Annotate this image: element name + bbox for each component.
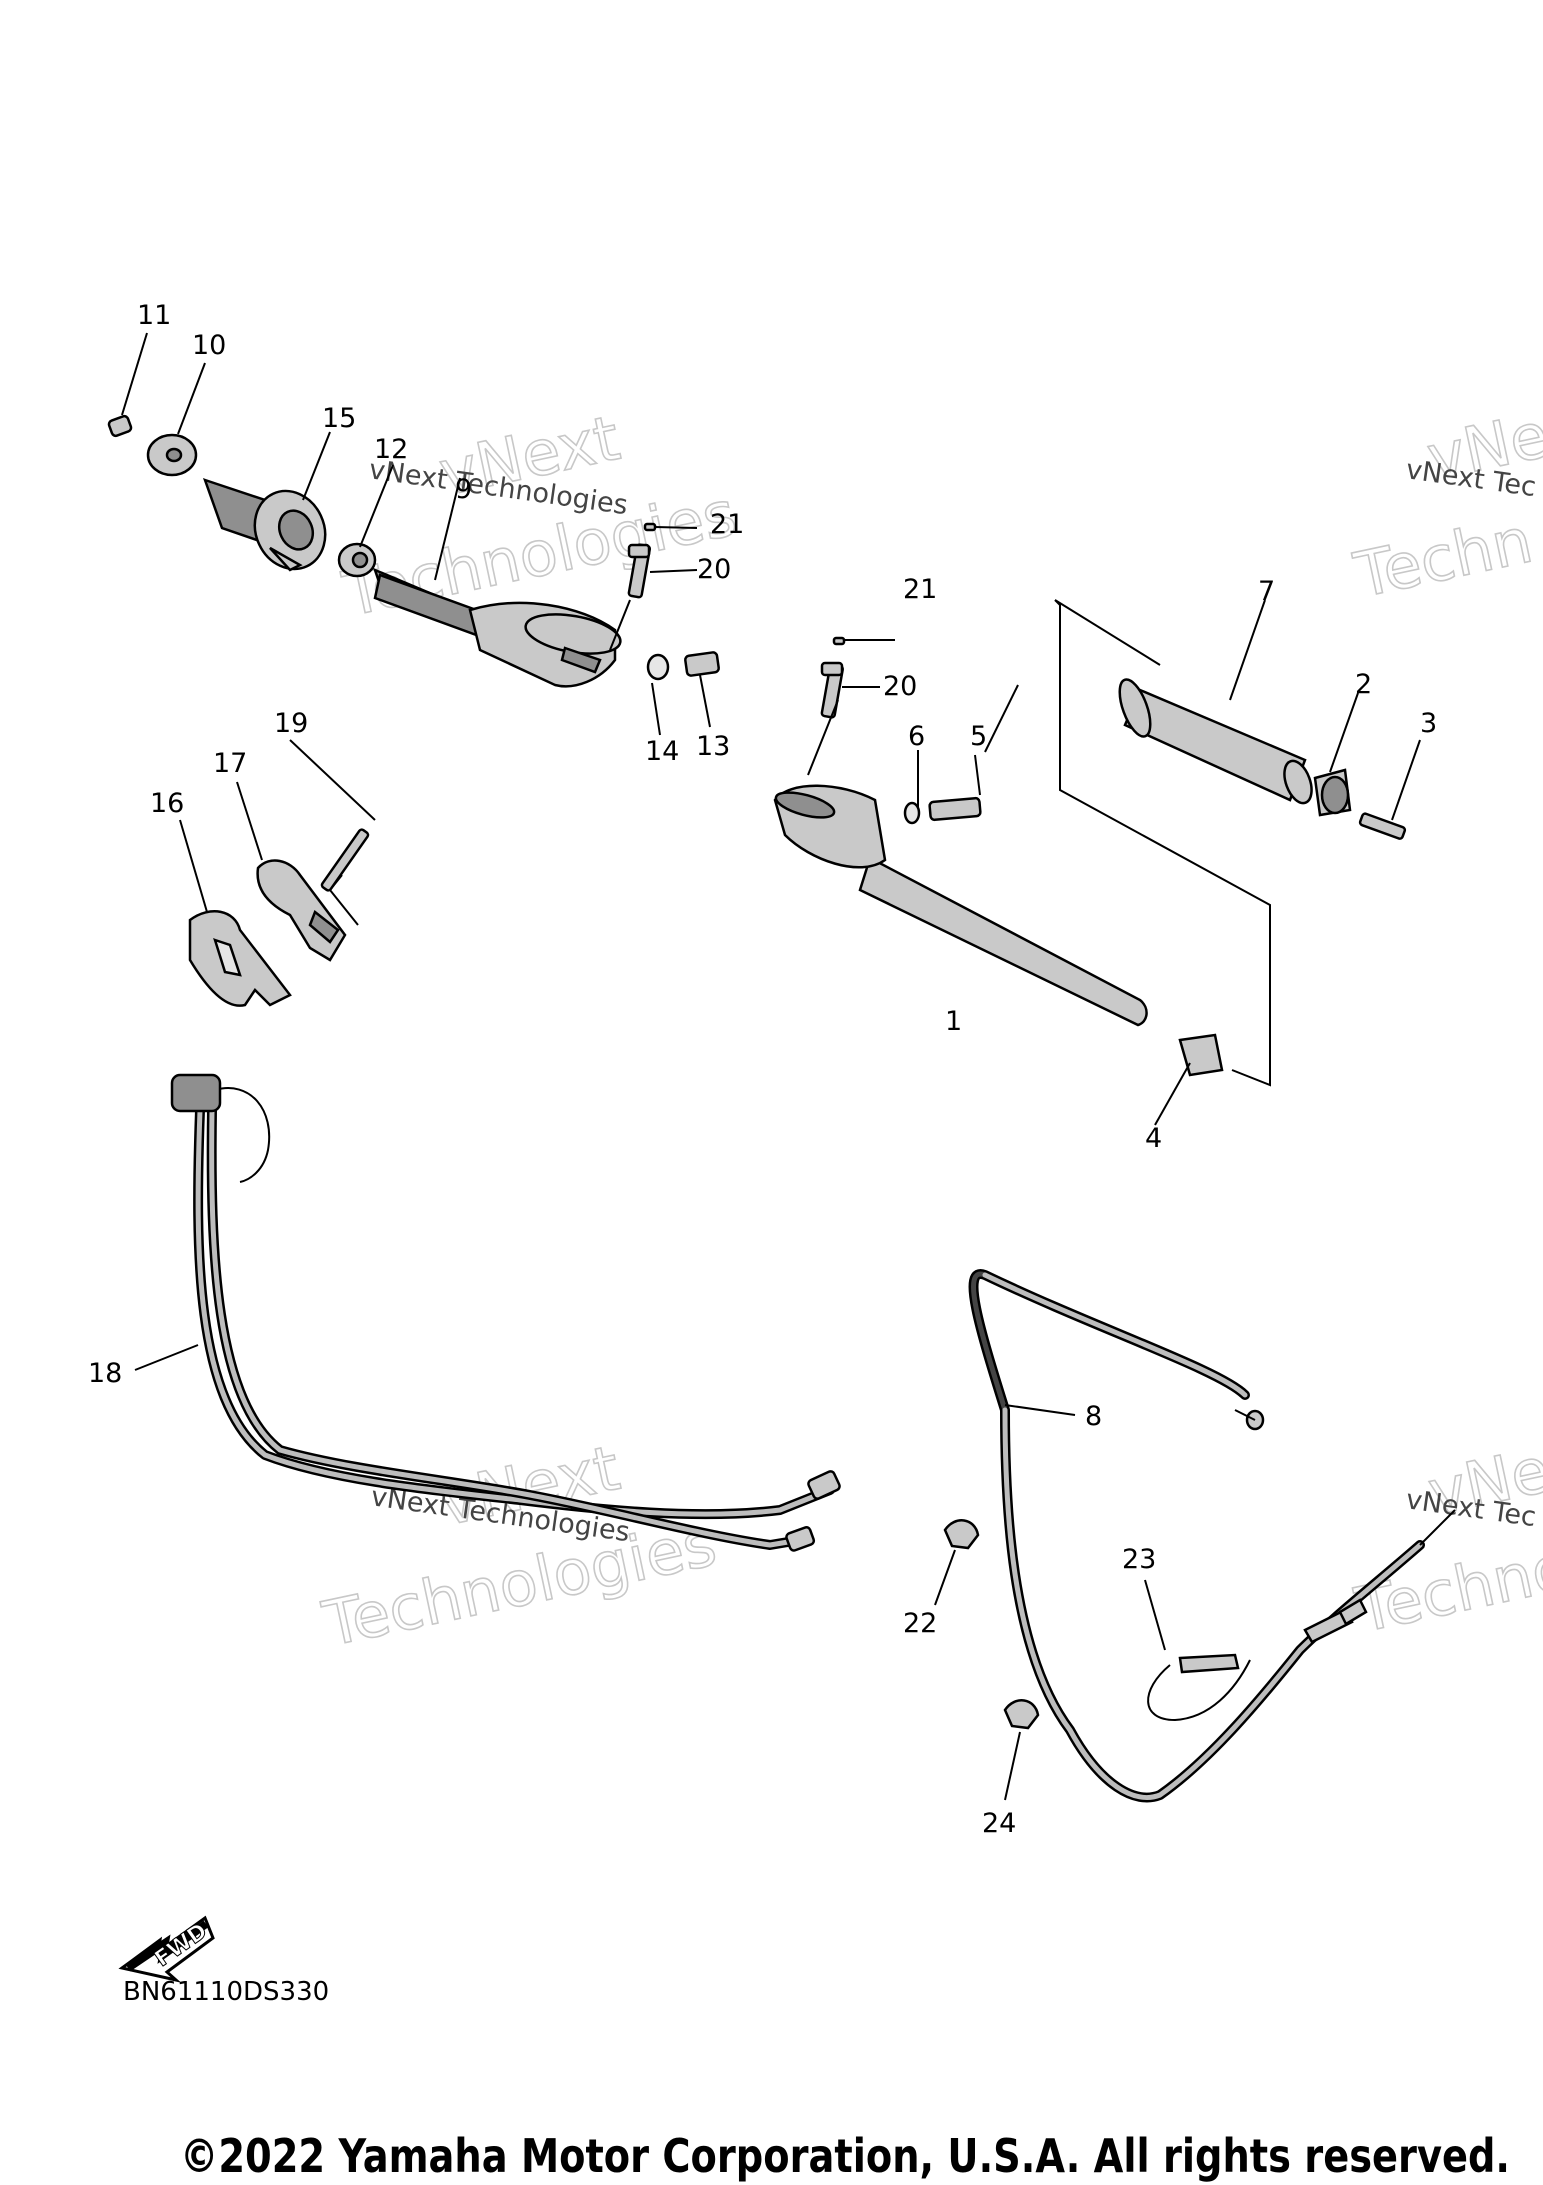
part-22-clamp — [934, 1519, 980, 1606]
part-19-bolt — [320, 828, 370, 892]
callout-20: 20 — [883, 671, 917, 702]
callout-5: 5 — [970, 721, 987, 752]
callout-6: 6 — [908, 721, 925, 752]
callout-22: 22 — [903, 1608, 937, 1639]
callout-20: 20 — [697, 554, 731, 585]
part-8-cable — [968, 1269, 1456, 1803]
part-20-bolt — [820, 661, 845, 719]
callout-12: 12 — [374, 434, 408, 465]
part-3-screw — [1358, 812, 1407, 840]
callout-19: 19 — [274, 708, 308, 739]
callout-4: 4 — [1145, 1123, 1162, 1154]
left-handlebar-assembly — [107, 332, 720, 736]
callout-21: 21 — [903, 574, 937, 605]
callout-10: 10 — [192, 330, 226, 361]
callout-14: 14 — [645, 736, 679, 767]
part-21-pin — [643, 522, 657, 532]
callout-18: 18 — [88, 1358, 122, 1389]
copyright-notice: ©2022 Yamaha Motor Corporation, U.S.A. A… — [180, 2129, 1510, 2183]
part-5-bolt — [928, 796, 982, 822]
part-17-holder — [256, 859, 347, 962]
callout-9: 9 — [455, 474, 472, 505]
bracket-assembly — [179, 739, 376, 1007]
right-handlebar-assembly — [773, 599, 1421, 1126]
part-2-grip-end — [1313, 768, 1352, 817]
part-14-washer — [646, 653, 670, 681]
callout-23: 23 — [1122, 1544, 1156, 1575]
callout-16: 16 — [150, 788, 184, 819]
watermark-line2: Techn — [1348, 503, 1538, 612]
part-12-collar — [337, 542, 377, 578]
callout-17: 17 — [213, 748, 247, 779]
callout-24: 24 — [982, 1808, 1016, 1839]
part-4-collar — [1178, 1033, 1224, 1077]
part-11-screw — [107, 414, 133, 438]
callout-7: 7 — [1258, 576, 1275, 607]
callout-13: 13 — [696, 731, 730, 762]
callout-3: 3 — [1420, 708, 1437, 739]
diagram-code: BN61110DS330 — [123, 1977, 329, 2007]
callout-15: 15 — [322, 403, 356, 434]
part-15-throttle-grip — [202, 478, 327, 572]
callout-21: 21 — [710, 509, 744, 540]
callout-1: 1 — [945, 1006, 962, 1037]
watermark-line2: Techno — [1349, 1530, 1543, 1647]
part-13-bolt — [684, 651, 720, 677]
part-23-cable-tie — [1144, 1579, 1251, 1722]
fwd-label: FWD — [150, 1919, 211, 1972]
part-7-grip — [1118, 678, 1313, 805]
part-6-washer — [903, 801, 921, 825]
callout-8: 8 — [1085, 1401, 1102, 1432]
callout-2: 2 — [1355, 669, 1372, 700]
part-1-handlebar-right — [773, 784, 1148, 1027]
callout-11: 11 — [137, 300, 171, 331]
part-16-bracket — [188, 910, 292, 1007]
part-21-pin — [832, 636, 846, 646]
fwd-arrow: FWD — [118, 1915, 215, 1983]
part-18-throttle-cable — [134, 1073, 841, 1552]
part-9-handlebar-left — [372, 567, 622, 688]
callout-labels: 1 2 3 4 5 6 7 8 9 10 11 12 13 14 15 16 1… — [88, 300, 1437, 1839]
part-24-clamp — [1003, 1699, 1040, 1801]
part-10-grip-end — [146, 433, 198, 477]
part-20-bolt — [627, 543, 652, 599]
